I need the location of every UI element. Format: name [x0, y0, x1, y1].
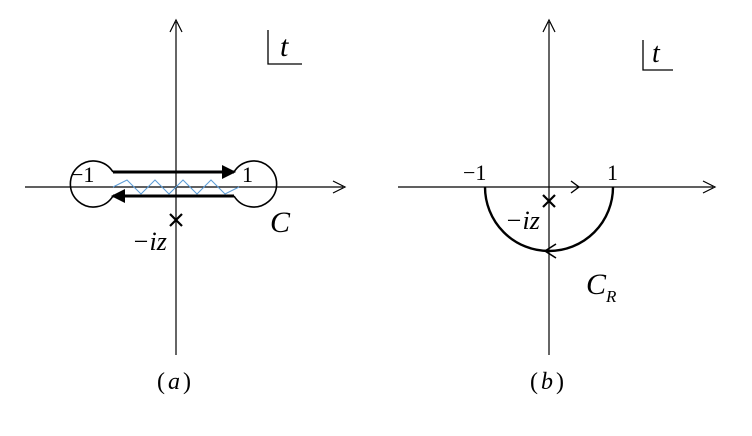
- panel-b-imag-axis: [542, 18, 556, 355]
- panel-b-segment-arrow-icon: [570, 180, 581, 194]
- panel-b-caption-open: (: [530, 369, 538, 395]
- panel-a-left-loop: [69, 160, 114, 208]
- panel-a-point-label: −iz: [132, 227, 167, 256]
- panel-b-caption-close: ): [556, 369, 564, 395]
- panel-a-lower-arrow-icon: [111, 189, 125, 203]
- panel-a-point-marker-icon: [169, 213, 183, 227]
- panel-b-tick-pos: 1: [607, 160, 618, 185]
- panel-a-plane-marker: [267, 30, 302, 65]
- panel-b-semicircle-arrow-icon: [543, 243, 557, 259]
- panel-b: t −1 1 −iz CR (b): [398, 18, 717, 395]
- panel-a-contour-label: C: [270, 206, 291, 239]
- panel-a-imag-axis: [169, 18, 183, 355]
- panel-b-contour-main: C: [586, 268, 607, 301]
- panel-b-caption: (b): [530, 369, 564, 395]
- panel-a: t −1 1 −iz C (a): [25, 18, 347, 395]
- panel-a-caption-letter: a: [168, 369, 180, 395]
- panel-b-real-axis: [398, 180, 717, 194]
- panel-b-plane-marker: [642, 40, 673, 71]
- panel-b-contour-sub: R: [605, 287, 617, 306]
- panel-b-var-label: t: [652, 38, 661, 69]
- panel-a-upper-arrow-icon: [222, 165, 236, 179]
- panel-a-right-loop: [233, 160, 278, 208]
- panel-a-caption-close: ): [183, 369, 191, 395]
- panel-a-caption-open: (: [157, 369, 165, 395]
- panel-b-caption-letter: b: [541, 369, 553, 395]
- panel-b-contour-label: CR: [586, 268, 617, 306]
- panel-a-caption: (a): [157, 369, 191, 395]
- panel-b-point-label: −iz: [505, 206, 540, 235]
- panel-a-tick-pos: 1: [242, 162, 253, 187]
- panel-b-tick-neg: −1: [463, 160, 486, 185]
- panel-a-branch-cut: [112, 179, 240, 195]
- panel-a-var-label: t: [280, 30, 289, 63]
- panel-b-point-marker-icon: [542, 194, 556, 208]
- panel-a-tick-neg: −1: [71, 162, 94, 187]
- panel-b-semicircle-path: [483, 186, 615, 253]
- panel-a-real-axis: [25, 180, 347, 194]
